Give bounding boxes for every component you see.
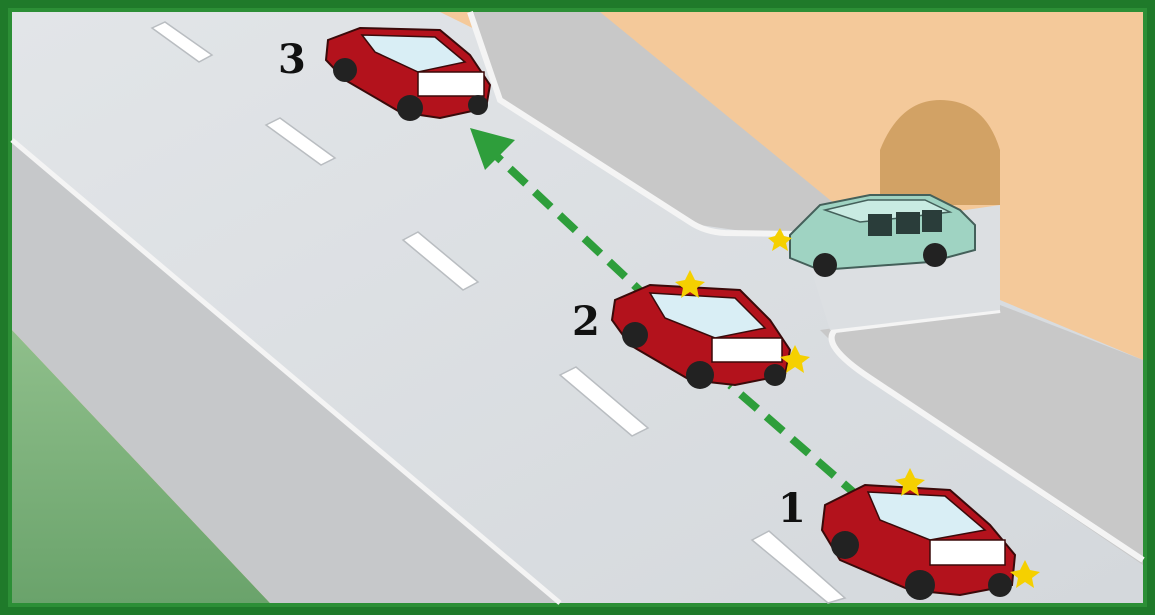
position-label-3: 3 xyxy=(278,36,306,83)
position-label-2: 2 xyxy=(572,298,600,345)
position-label-1: 1 xyxy=(778,485,806,532)
